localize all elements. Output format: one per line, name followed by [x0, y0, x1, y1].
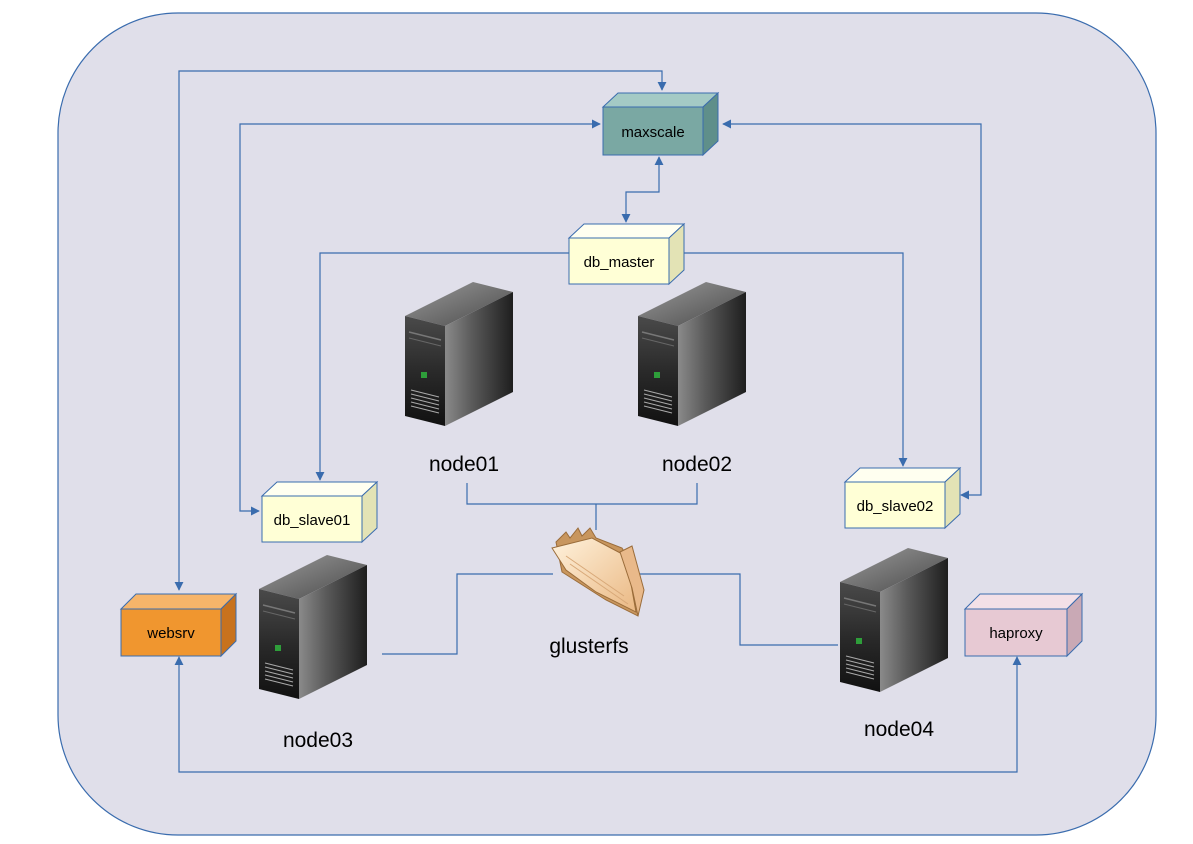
node02-label: node02	[662, 453, 732, 476]
db-master-label: db_master	[584, 254, 655, 271]
connector-dbslave02-maxscale	[722, 119, 982, 500]
db-slave02-box[interactable]: db_slave02	[843, 466, 962, 530]
connector-websrv-maxscale	[174, 70, 667, 591]
db-slave01-label: db_slave01	[274, 512, 351, 529]
glusterfs-label: glusterfs	[549, 635, 628, 658]
connector-dbmaster-dbslave01	[315, 252, 569, 481]
server-node01-icon[interactable]	[405, 282, 513, 426]
server-node02-icon[interactable]	[638, 282, 746, 426]
websrv-box[interactable]: websrv	[119, 592, 238, 658]
node03-label: node03	[283, 729, 353, 752]
server-node04-icon[interactable]	[840, 548, 948, 692]
server-node03-icon[interactable]	[259, 555, 367, 699]
db-slave01-box[interactable]: db_slave01	[260, 480, 379, 544]
connector-node03-glusterfs	[382, 573, 553, 655]
connector-node01-node02-glusterfs	[466, 483, 698, 505]
db-master-box[interactable]: db_master	[567, 222, 686, 286]
haproxy-label: haproxy	[989, 625, 1043, 642]
connector-websrv-haproxy	[174, 656, 1022, 773]
connector-dbslave01-maxscale	[239, 119, 601, 516]
node01-label: node01	[429, 453, 499, 476]
websrv-label: websrv	[146, 625, 195, 642]
node04-label: node04	[864, 718, 934, 741]
haproxy-box[interactable]: haproxy	[963, 592, 1084, 658]
maxscale-label: maxscale	[621, 124, 684, 141]
connector-maxscale-dbmaster	[621, 156, 664, 223]
connector-dbmaster-dbslave02	[684, 252, 908, 467]
connector-glusterfs-node04	[640, 573, 838, 646]
db-slave02-label: db_slave02	[857, 498, 934, 515]
glusterfs-folder-icon[interactable]	[551, 527, 645, 617]
maxscale-box[interactable]: maxscale	[601, 91, 720, 157]
